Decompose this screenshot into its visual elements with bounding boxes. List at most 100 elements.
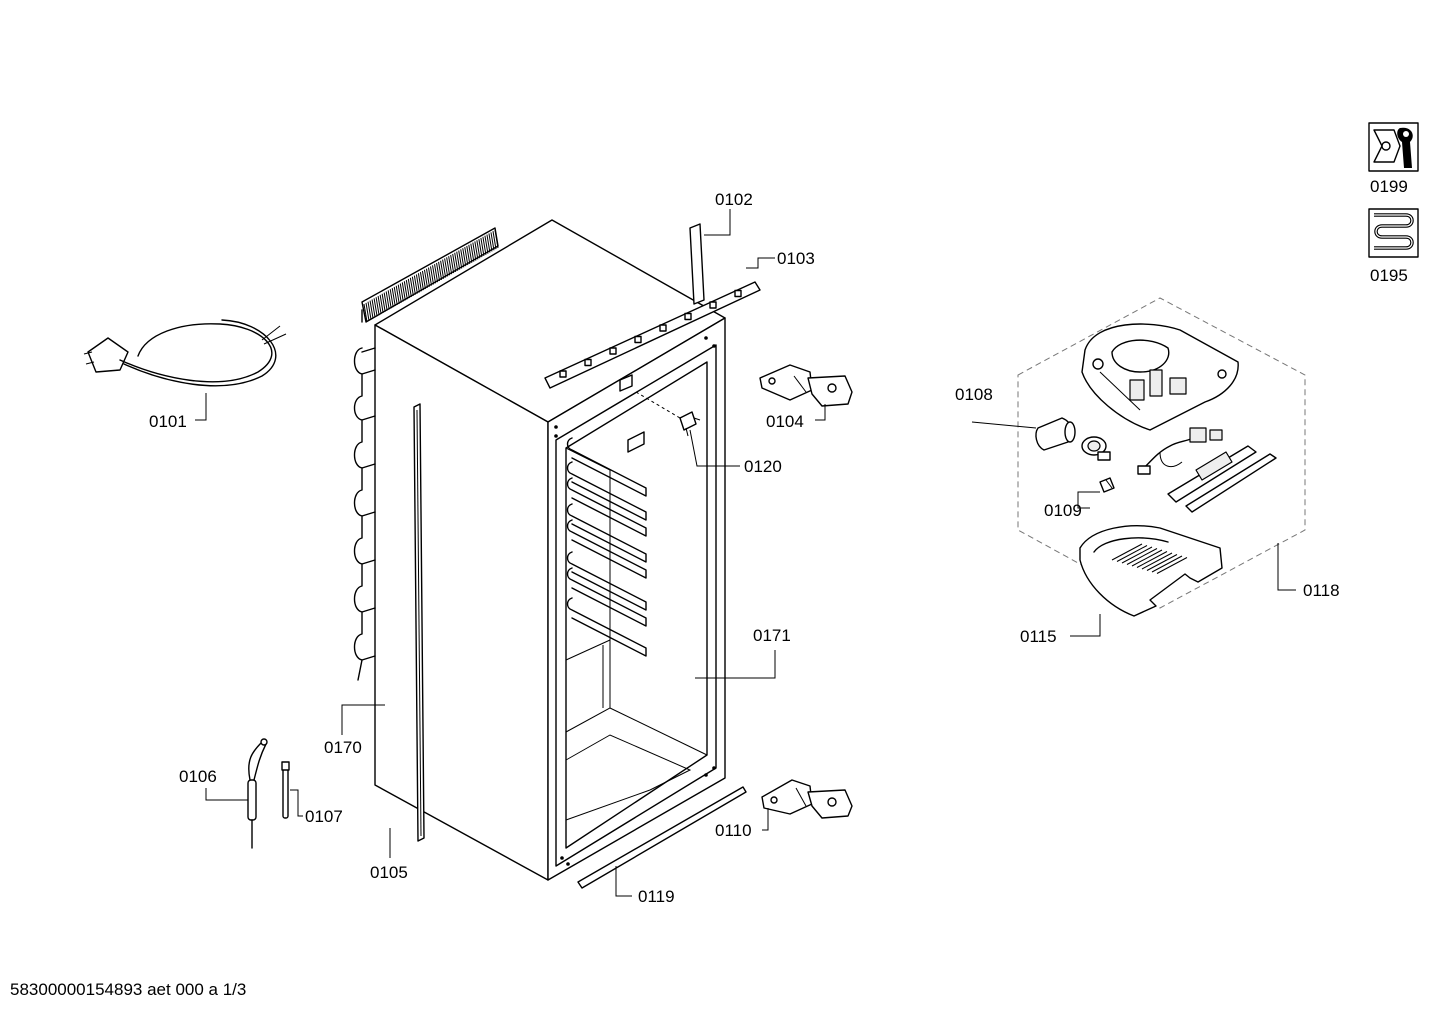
door-switch xyxy=(1099,477,1115,493)
coil-fin xyxy=(389,289,394,308)
label-0103: 0103 xyxy=(777,249,815,268)
coil-fin xyxy=(486,234,491,253)
coil-fin xyxy=(458,250,463,269)
coil-fin xyxy=(452,253,457,272)
coil-fin xyxy=(415,274,420,293)
grille-slot xyxy=(1146,554,1178,571)
coil-fin xyxy=(367,301,372,320)
coil-fin xyxy=(405,280,410,299)
coil-fin xyxy=(395,285,400,304)
coil-fin xyxy=(464,246,469,266)
coil-fin xyxy=(470,243,475,262)
bottom-hinge xyxy=(761,779,853,819)
thermostat-sensor xyxy=(247,738,268,849)
coil-fin xyxy=(391,287,396,307)
coil-fin xyxy=(381,293,386,312)
coil-fin xyxy=(442,259,447,278)
coil-fin xyxy=(494,229,499,249)
coil-fin xyxy=(403,281,408,300)
coil-fin xyxy=(373,298,378,317)
lamp-socket xyxy=(1081,436,1111,461)
coil-fin xyxy=(466,245,471,265)
coil-fin xyxy=(476,240,481,259)
grille-slot xyxy=(1126,548,1158,565)
coil-fin xyxy=(417,273,422,292)
bracket-notch xyxy=(634,335,642,344)
heating-coil-icon xyxy=(1368,208,1419,258)
coil-fin xyxy=(490,232,495,251)
grille-slot xyxy=(1116,545,1148,562)
power-cord xyxy=(83,319,287,387)
coil-fin xyxy=(484,235,489,254)
coil-fin xyxy=(488,233,493,252)
coil-fin xyxy=(492,231,497,250)
shelf-rail xyxy=(566,597,647,657)
label-0199: 0199 xyxy=(1370,177,1408,196)
condenser-coil xyxy=(353,227,499,681)
coil-fin xyxy=(446,257,451,276)
coil-fin xyxy=(450,254,455,274)
grille-slot xyxy=(1151,555,1183,573)
bracket-notch xyxy=(734,289,742,298)
coil-fin xyxy=(448,256,453,275)
document-code: 58300000154893 aet 000 a 1/3 xyxy=(10,980,247,999)
coil-fin xyxy=(393,286,398,306)
top-hinge xyxy=(759,364,853,407)
label-0108: 0108 xyxy=(955,385,993,404)
label-0195: 0195 xyxy=(1370,266,1408,285)
tools-icon xyxy=(1368,122,1419,172)
control-unit-assembly xyxy=(1017,297,1306,617)
label-0102: 0102 xyxy=(715,190,753,209)
coil-fin xyxy=(413,275,418,294)
control-board xyxy=(1167,445,1277,513)
lamp-cover xyxy=(1079,525,1223,617)
bracket-notch xyxy=(659,324,667,332)
coil-fin xyxy=(438,261,443,280)
coil-fin xyxy=(478,239,483,258)
lamp-bulb xyxy=(1035,417,1076,451)
coil-fin xyxy=(409,277,414,296)
coil-fin xyxy=(365,302,370,321)
coil-fin xyxy=(401,282,406,301)
label-0110: 0110 xyxy=(715,821,752,840)
label-0106: 0106 xyxy=(179,767,217,786)
label-0104: 0104 xyxy=(766,412,804,431)
coil-fin xyxy=(444,258,449,277)
label-0105: 0105 xyxy=(370,863,408,882)
gasket-strip xyxy=(413,403,425,842)
shelf-rail xyxy=(566,567,647,627)
label-0120: 0120 xyxy=(744,457,782,476)
grille-slot xyxy=(1131,549,1163,567)
bracket-notch xyxy=(609,347,617,355)
bracket-notch xyxy=(584,358,592,367)
coil-fin xyxy=(397,284,402,303)
grille-slot xyxy=(1156,557,1188,574)
coil-fin xyxy=(371,299,376,318)
label-0101: 0101 xyxy=(149,412,187,431)
bracket-notch xyxy=(709,301,717,309)
shelf-rail xyxy=(566,477,647,537)
label-0171: 0171 xyxy=(753,626,791,645)
coil-fin xyxy=(383,292,388,311)
leader-lines xyxy=(195,209,1296,897)
coil-fin xyxy=(440,260,445,279)
coil-fin xyxy=(399,283,404,302)
label-0170: 0170 xyxy=(324,738,362,757)
coil-fin xyxy=(369,300,374,319)
coil-fin xyxy=(460,249,465,268)
coil-fin xyxy=(379,294,384,313)
shelf-rail xyxy=(566,551,647,611)
coil-fin xyxy=(377,295,382,315)
connector-plug xyxy=(619,374,701,437)
coil-fin xyxy=(436,262,441,282)
coil-fin xyxy=(425,268,430,287)
coil-fin xyxy=(434,264,439,283)
label-0115: 0115 xyxy=(1020,627,1057,646)
coil-fin xyxy=(480,237,485,257)
coil-fin xyxy=(421,270,426,290)
grille-slot xyxy=(1136,551,1168,568)
coil-fin xyxy=(427,267,432,286)
coil-fin xyxy=(419,272,424,291)
bracket-notch xyxy=(684,312,692,321)
